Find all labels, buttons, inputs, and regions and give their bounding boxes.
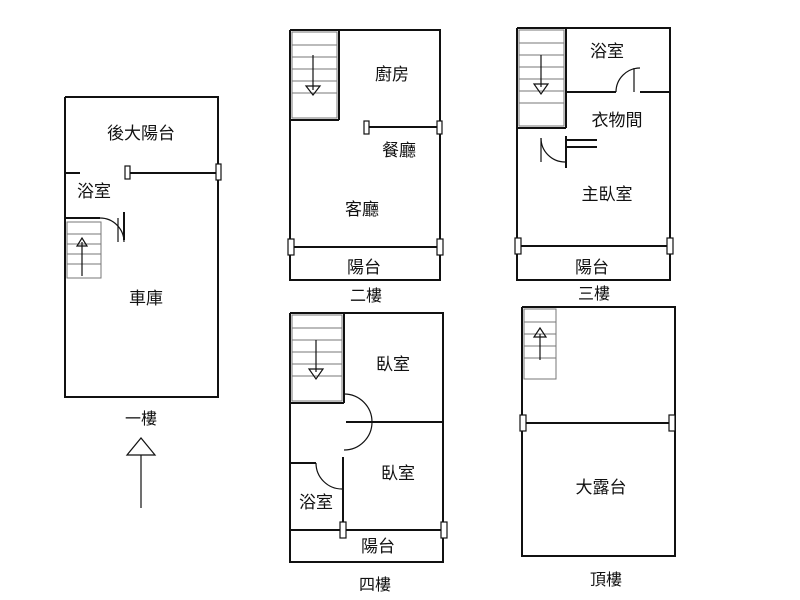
room-label-dining: 餐廳 xyxy=(382,141,416,161)
third-bath-door-arc xyxy=(615,67,641,93)
first-outer-wall xyxy=(64,96,219,398)
third-outer-wall xyxy=(516,27,671,281)
fourth-door-jamb xyxy=(339,521,347,539)
fourth-stairs xyxy=(291,314,343,402)
room-label-back-balcony: 後大陽台 xyxy=(107,124,175,144)
room-label-bath: 浴室 xyxy=(299,493,333,513)
top-stairs xyxy=(523,308,557,380)
room-label-master-bedroom: 主臥室 xyxy=(582,185,633,205)
room-label-bedroom: 臥室 xyxy=(381,464,415,484)
room-label-bedroom: 臥室 xyxy=(376,355,410,375)
first-door-jamb xyxy=(124,165,131,180)
fourth-outer-wall xyxy=(289,312,444,563)
top-outer-wall xyxy=(521,306,676,557)
first-stairs xyxy=(66,221,102,279)
second-outer-wall xyxy=(289,29,441,281)
room-label-closet: 衣物間 xyxy=(592,111,643,131)
third-stairs xyxy=(518,29,565,127)
fourth-door-jamb xyxy=(440,521,448,539)
third-door-arc xyxy=(540,137,566,163)
third-door-jamb xyxy=(666,237,674,255)
floor-caption-fourth: 四樓 xyxy=(359,575,391,594)
room-label-terrace: 大露台 xyxy=(576,478,627,498)
room-label-living: 客廳 xyxy=(345,200,379,220)
room-label-garage: 車庫 xyxy=(129,289,163,309)
room-label-balcony: 陽台 xyxy=(361,537,395,557)
first-door-jamb xyxy=(215,163,222,181)
fourth-door-arc xyxy=(343,393,373,423)
room-label-balcony: 陽台 xyxy=(347,258,381,278)
floor-fourth: 臥室 臥室 浴室 陽台 四樓 xyxy=(289,312,448,594)
second-door-jamb xyxy=(436,120,443,135)
room-label-kitchen: 廚房 xyxy=(375,64,409,85)
floor-caption-third: 三樓 xyxy=(578,284,610,303)
third-door-jamb xyxy=(514,237,522,255)
floor-caption-first: 一樓 xyxy=(125,409,157,428)
fourth-bath-door-arc xyxy=(315,462,343,490)
room-label-bath: 浴室 xyxy=(77,182,111,202)
entrance-arrow-icon xyxy=(125,437,157,508)
second-door-jamb xyxy=(363,120,370,135)
second-door-jamb xyxy=(436,238,444,256)
fourth-door-arc xyxy=(343,421,373,451)
second-door-jamb xyxy=(287,238,295,256)
floor-caption-second: 二樓 xyxy=(350,286,382,305)
top-door-jamb xyxy=(668,414,676,432)
floor-second: 廚房 餐廳 客廳 陽台 二樓 xyxy=(287,29,444,305)
floor-caption-top: 頂樓 xyxy=(590,570,622,589)
second-stairs xyxy=(291,31,338,119)
top-door-jamb xyxy=(519,414,527,432)
first-bath-door-arc xyxy=(99,217,125,243)
floor-top: 大露台 頂樓 xyxy=(519,306,676,589)
floor-third: 浴室 衣物間 主臥室 陽台 三樓 xyxy=(514,27,674,303)
floor-first: 後大陽台 浴室 車庫 一樓 xyxy=(64,96,222,508)
room-label-bath: 浴室 xyxy=(590,42,624,62)
room-label-balcony: 陽台 xyxy=(575,258,609,278)
